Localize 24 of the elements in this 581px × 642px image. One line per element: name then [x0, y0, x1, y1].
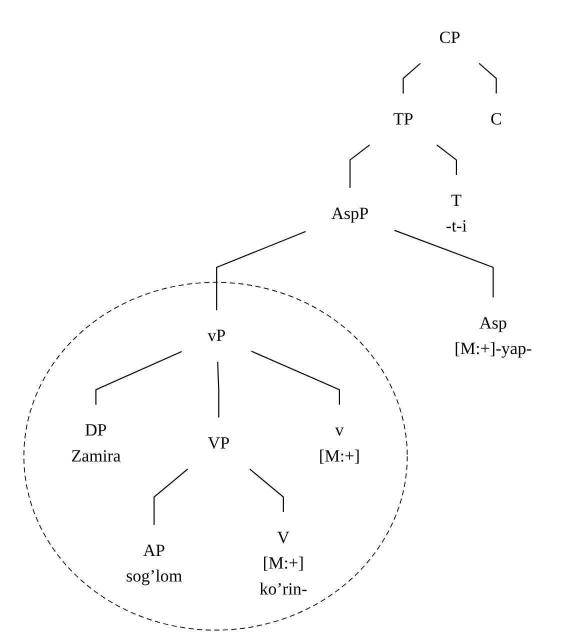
- node-text: AspP: [331, 204, 368, 224]
- node-text: C: [490, 110, 502, 129]
- connector: [216, 362, 220, 418]
- connector: [436, 144, 457, 176]
- node-text: v [M:+]: [318, 421, 360, 466]
- connector: [153, 468, 188, 525]
- node-text: DP Zamira: [70, 421, 120, 466]
- connector: [250, 350, 340, 405]
- cluster: [23, 282, 408, 631]
- node-text: Asp [M:+]-yap-: [454, 314, 532, 358]
- connector: [349, 144, 370, 188]
- connector: [394, 230, 494, 298]
- connector: [95, 351, 182, 405]
- connector: [216, 231, 306, 310]
- node-text: V [M:+] ko’rin-: [259, 528, 307, 599]
- connector: [249, 468, 284, 512]
- connector: [478, 62, 497, 94]
- node-text: AP sog’lom: [126, 541, 182, 586]
- node-text: CP: [438, 28, 460, 48]
- node-text: vP: [207, 326, 226, 346]
- node-text: VP: [207, 434, 230, 453]
- node-text: T -t-i: [446, 191, 467, 236]
- node-text: TP: [392, 110, 413, 129]
- connector: [402, 62, 420, 94]
